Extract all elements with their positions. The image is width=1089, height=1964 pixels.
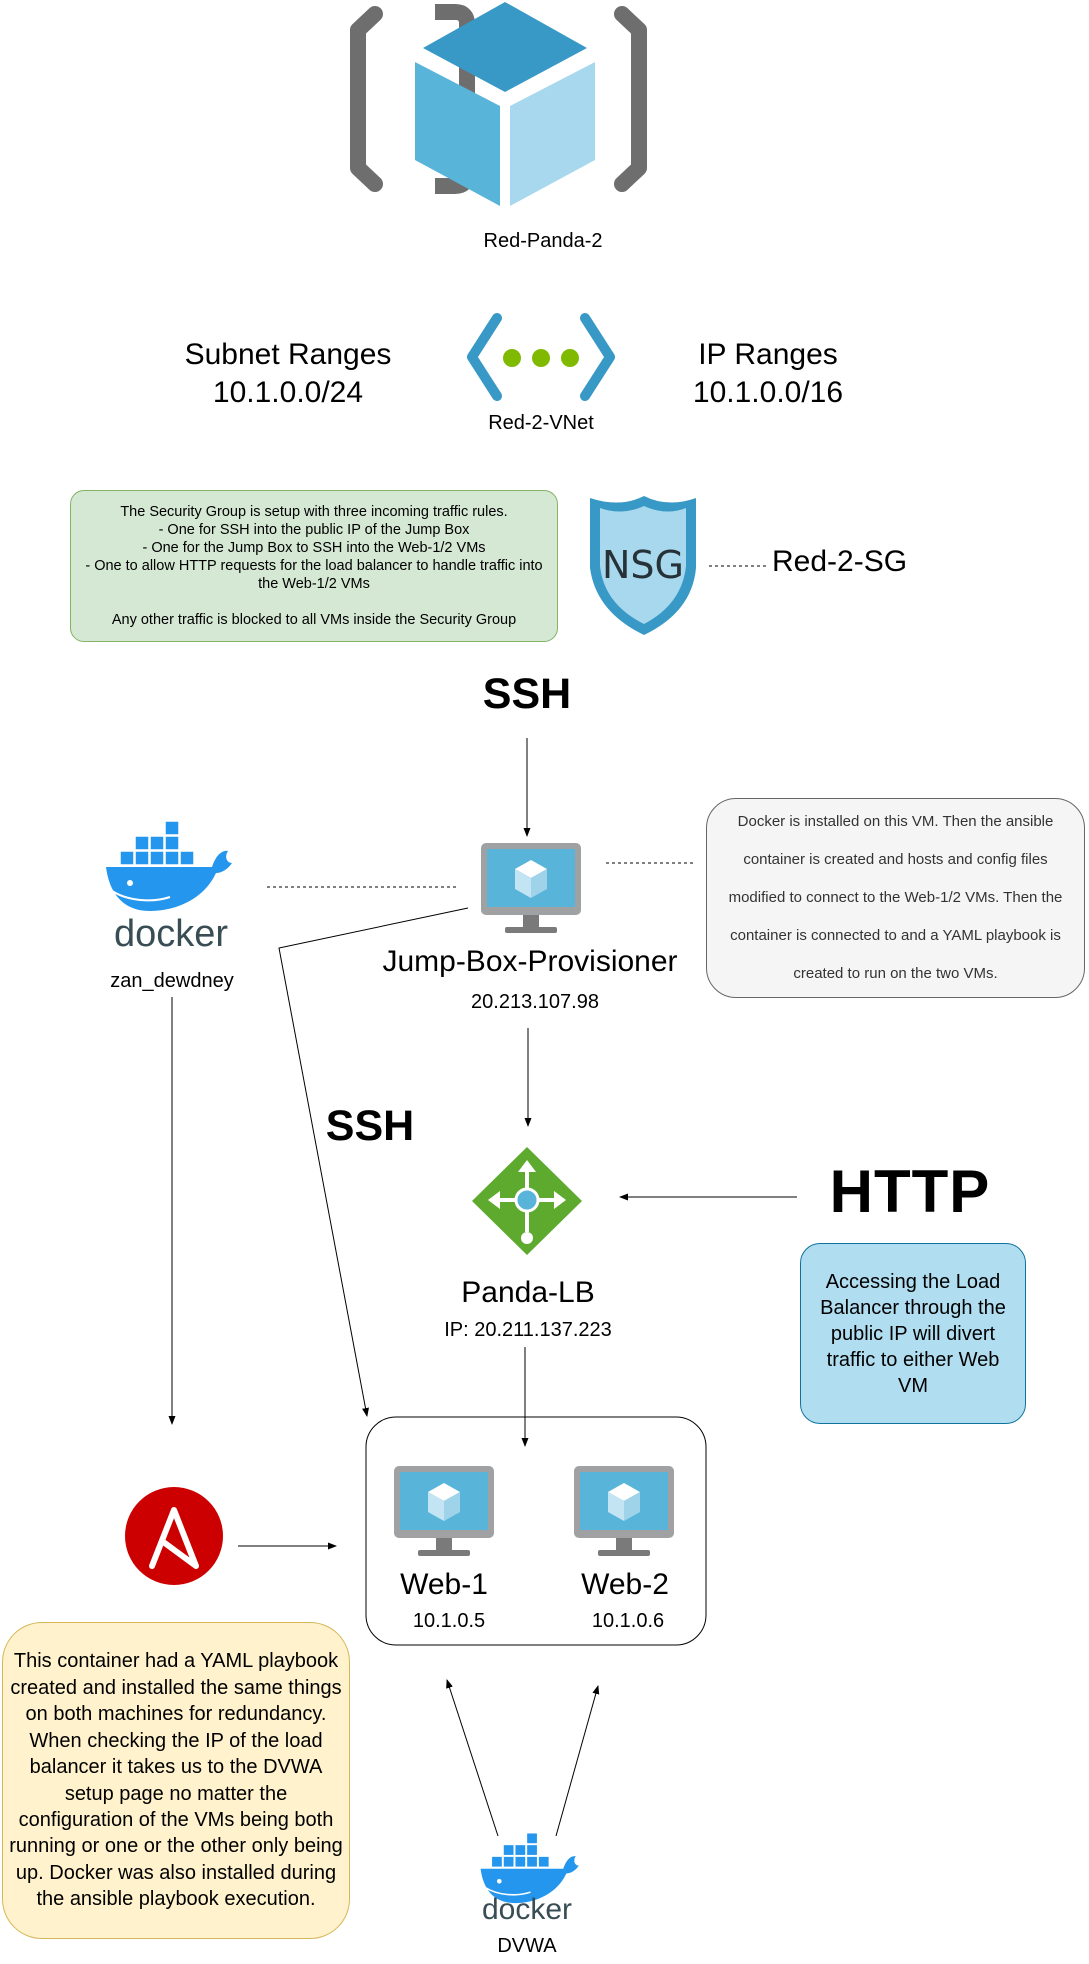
web2-name: Web-2 — [581, 1568, 669, 1601]
jump-box-ip: 20.213.107.98 — [471, 991, 599, 1013]
docker-container-label: zan_dewdney — [110, 970, 234, 992]
load-balancer-note-text: Accessing the Load Balancer through the … — [820, 1270, 1006, 1397]
resource-group-cube-icon — [350, 2, 647, 206]
ssh-top-label: SSH — [482, 670, 572, 718]
web1-name: Web-1 — [400, 1568, 488, 1601]
jump-box-monitor-icon — [481, 843, 581, 933]
web1-ip: 10.1.0.5 — [412, 1610, 486, 1632]
docker-icon — [105, 820, 233, 912]
dvwa-web2-arrow — [555, 1685, 600, 1837]
dvwa-web1-arrow — [446, 1679, 499, 1837]
dvwa-label: DVWA — [497, 1935, 557, 1957]
ansible-note-text: This container had a YAML playbook creat… — [9, 1650, 343, 1911]
ssh-web-arrow — [278, 907, 469, 1417]
ansible-note: This container had a YAML playbook creat… — [2, 1622, 350, 1939]
web-vm-group-box — [365, 1416, 707, 1646]
jump-box-note: Docker is installed on this VM. Then the… — [706, 798, 1085, 998]
web2-monitor-icon — [574, 1466, 674, 1556]
ssh-side-label: SSH — [325, 1102, 415, 1150]
jump-box-name: Jump-Box-Provisioner — [382, 945, 678, 978]
subnet-ranges-title: Subnet Ranges — [184, 338, 392, 371]
subnet-ranges-value: 10.1.0.0/24 — [212, 376, 364, 409]
jump-box-note-text: Docker is installed on this VM. Then the… — [728, 813, 1063, 982]
web2-ip: 10.1.0.6 — [591, 1610, 665, 1632]
nsg-label: Red-2-SG — [772, 545, 908, 578]
ansible-icon — [125, 1487, 223, 1585]
http-label: HTTP — [829, 1158, 991, 1225]
load-balancer-icon — [472, 1147, 582, 1255]
vnet-icon — [467, 313, 615, 401]
ip-ranges-title: IP Ranges — [698, 338, 838, 371]
nsg-note: The Security Group is setup with three i… — [70, 490, 558, 642]
web1-monitor-icon — [394, 1466, 494, 1556]
resource-group-label: Red-Panda-2 — [483, 230, 603, 252]
docker-logo-text: docker — [114, 913, 228, 955]
load-balancer-note: Accessing the Load Balancer through the … — [800, 1243, 1026, 1424]
nsg-shield-icon: NSG — [590, 496, 696, 635]
load-balancer-ip: IP: 20.211.137.223 — [444, 1319, 612, 1341]
load-balancer-name: Panda-LB — [461, 1276, 595, 1309]
vnet-label: Red-2-VNet — [488, 412, 594, 434]
nsg-note-text: The Security Group is setup with three i… — [85, 504, 543, 628]
nsg-icon-text: NSG — [602, 543, 684, 587]
dvwa-logo-text: docker — [482, 1893, 572, 1926]
ip-ranges-value: 10.1.0.0/16 — [692, 376, 844, 409]
